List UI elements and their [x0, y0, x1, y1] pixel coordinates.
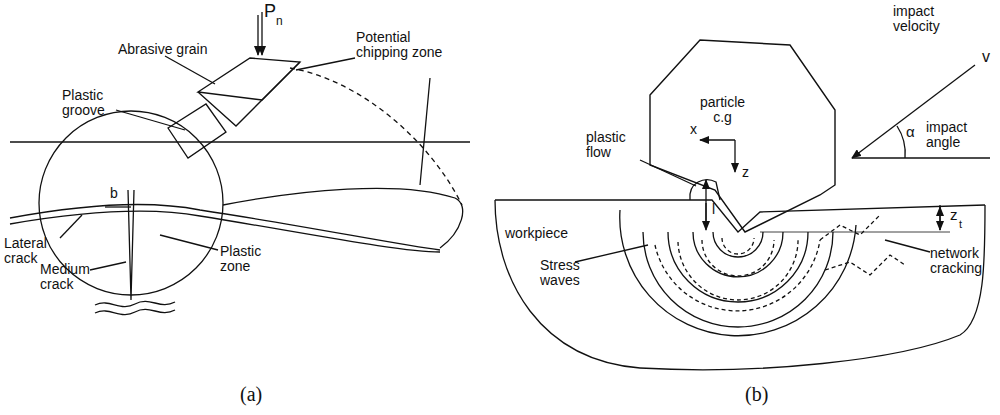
part-label: impact velocity	[893, 4, 940, 35]
part-label: network cracking	[930, 246, 982, 277]
dimension-label: z	[950, 207, 958, 224]
part-label: plastic flow	[586, 130, 626, 161]
part-label: impact angle	[926, 120, 967, 151]
particle-shape: particle c.g	[648, 35, 840, 235]
node-text: particle c.g	[700, 95, 745, 126]
part-label: Potential chipping zone	[356, 30, 456, 61]
subscript: t	[959, 218, 962, 230]
axis-label: x	[690, 122, 697, 137]
part-label: Abrasive grain	[118, 42, 208, 57]
part-label: workpiece	[505, 226, 568, 241]
dimension-label: b	[110, 186, 118, 201]
subscript: n	[276, 15, 283, 28]
part-label: Medium crack	[40, 262, 90, 293]
particle-outline	[648, 35, 840, 235]
part-label: Stress waves	[540, 258, 580, 289]
part-label: Plastic groove	[62, 88, 105, 119]
axis-label: z	[742, 165, 749, 180]
panel-label: (a)	[240, 383, 262, 405]
symbol-label: v	[982, 48, 990, 66]
part-label: Plastic zone	[220, 244, 261, 275]
dimension-label: l	[712, 202, 715, 217]
panel-label: (b)	[745, 383, 768, 405]
symbol-label: α	[906, 124, 915, 141]
force-symbol: P	[264, 2, 276, 22]
